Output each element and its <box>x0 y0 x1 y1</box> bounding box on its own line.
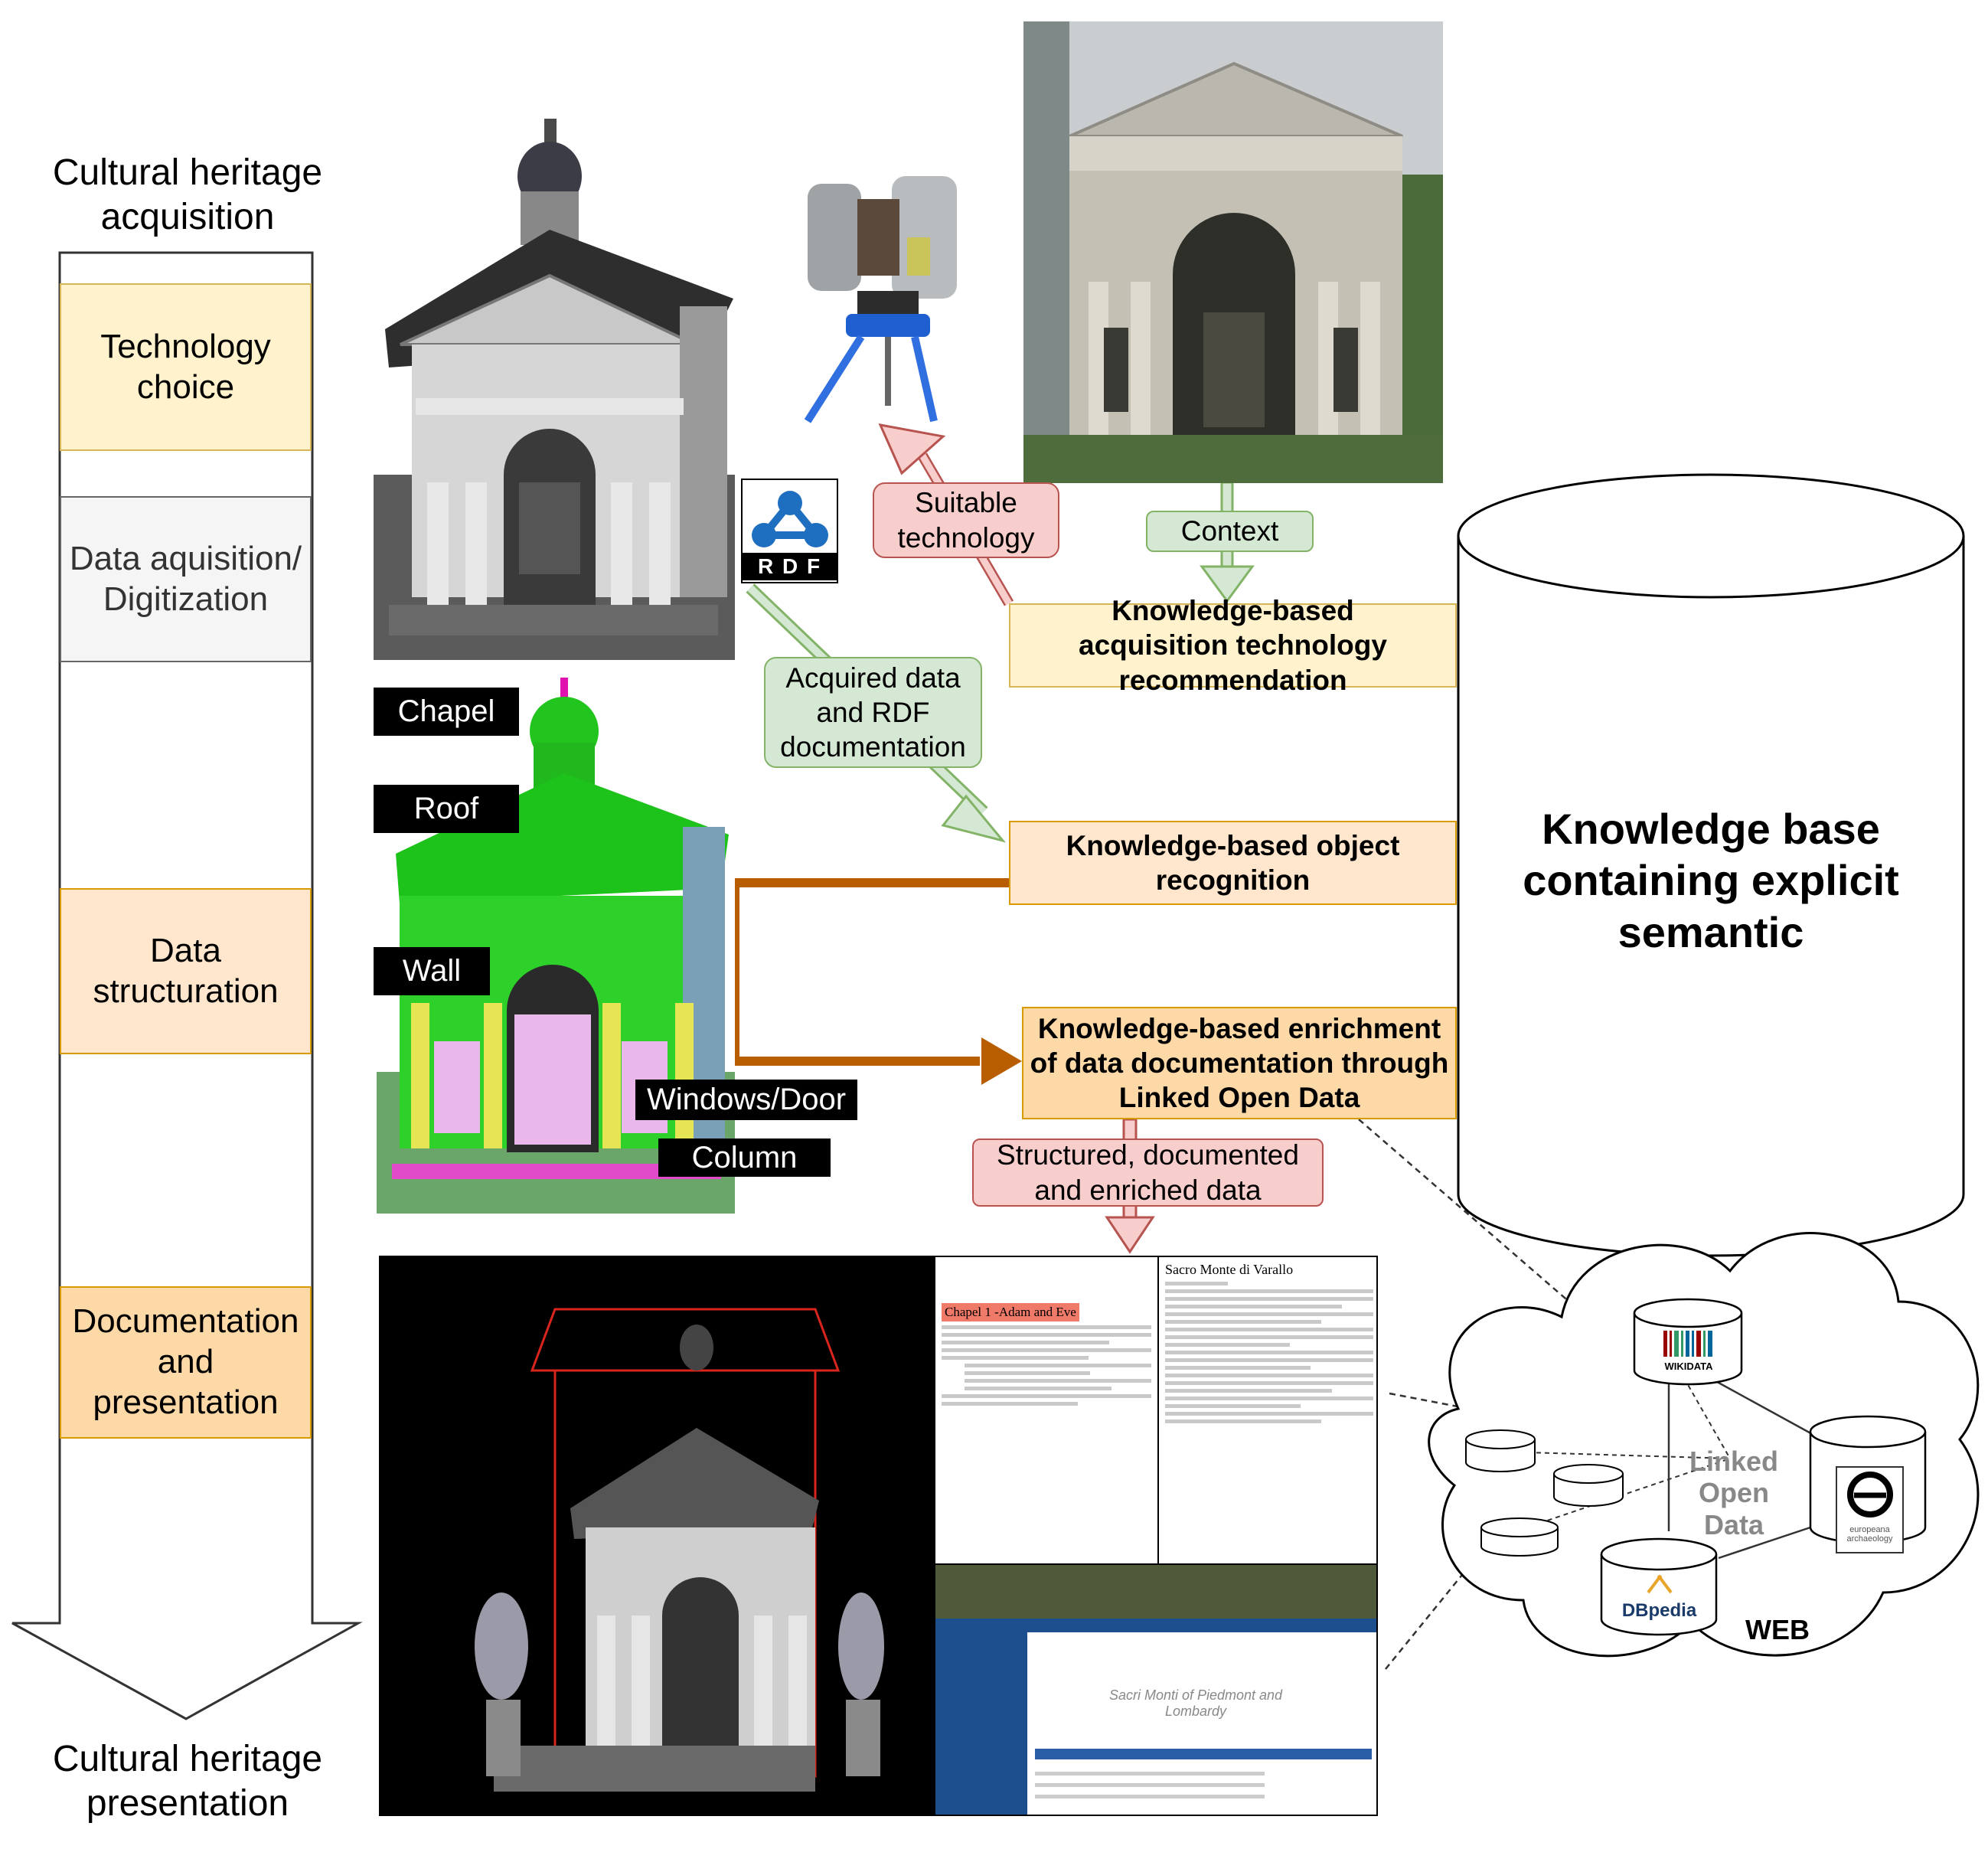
structured-arrowhead <box>1105 1216 1155 1254</box>
stage-data-structuration: Data structuration <box>60 888 312 1054</box>
wikidata-logo-icon: WIKIDATA <box>1653 1331 1724 1377</box>
stage-data-acquisition: Data aquisition/ Digitization <box>60 496 312 662</box>
rdf-logo-icon: R D F <box>741 479 838 583</box>
label-roof: Roof <box>374 785 519 833</box>
pipeline-bottom-title: Cultural heritage presentation <box>52 1739 323 1824</box>
linked-open-data-label: Linked Open Data <box>1689 1445 1778 1540</box>
laser-scanner-icon <box>792 176 961 429</box>
acquired-data-arrowhead <box>941 794 1007 843</box>
label-context: Context <box>1146 511 1314 552</box>
europeana-logo-text: europeana archaeology <box>1846 1525 1893 1544</box>
dbpedia-logo-icon: DBpedia <box>1611 1573 1707 1627</box>
unesco-webpage: Sacri Monti of Piedmont and Lombardy <box>935 1563 1376 1815</box>
small-cylinder-3 <box>1480 1517 1559 1557</box>
site-record: Sacro Monte di Varallo <box>1157 1257 1376 1563</box>
dbpedia-logo-text: DBpedia <box>1621 1600 1697 1621</box>
chapel-photograph <box>1023 21 1443 483</box>
stage-documentation-presentation: Documentation and presentation <box>60 1286 312 1439</box>
knowledge-base-cylinder <box>1457 473 1965 1257</box>
documentation-panel: Chapel 1 -Adam and Eve Sacro Monte di Va… <box>934 1256 1378 1816</box>
site-record-title: Sacro Monte di Varallo <box>1165 1262 1294 1277</box>
context-arrowhead <box>1200 565 1255 603</box>
box-enrichment: Knowledge-based enrichment of data docum… <box>1022 1007 1457 1119</box>
label-chapel: Chapel <box>374 688 519 736</box>
label-suitable-technology: Suitable technology <box>873 482 1059 558</box>
label-structured-data: Structured, documented and enriched data <box>972 1138 1324 1207</box>
label-column: Column <box>658 1138 831 1177</box>
point-cloud-chapel-image <box>374 115 735 660</box>
web-label: WEB <box>1745 1614 1810 1645</box>
label-acquired-data: Acquired data and RDF documentation <box>764 657 982 768</box>
brown-arrowhead <box>981 1037 1022 1085</box>
rdf-logo-text: R D F <box>743 553 837 580</box>
box-acquisition-recommendation: Knowledge-based acquisition technology r… <box>1009 595 1457 696</box>
chapel-record-title: Chapel 1 -Adam and Eve <box>942 1303 1079 1321</box>
dbpedia-cylinder <box>1600 1537 1718 1636</box>
suitable-tech-arrowhead <box>878 423 946 475</box>
segmented-point-cloud-image <box>377 674 735 1214</box>
pipeline-top-title: Cultural heritage acquisition <box>52 152 323 237</box>
chapel-record: Chapel 1 -Adam and Eve <box>935 1257 1157 1563</box>
presentation-3d-viewer <box>379 1256 934 1816</box>
knowledge-base-label: Knowledge base containing explicit seman… <box>1523 805 1899 956</box>
label-windows-door: Windows/Door <box>635 1080 857 1120</box>
small-cylinder-1 <box>1465 1429 1536 1472</box>
box-object-recognition: Knowledge-based object recognition <box>1009 821 1457 905</box>
wikidata-logo-text: WIKIDATA <box>1664 1361 1713 1372</box>
unesco-heading: Sacri Monti of Piedmont and Lombardy <box>1108 1687 1283 1719</box>
stage-technology-choice: Technology choice <box>60 283 312 451</box>
label-wall: Wall <box>374 947 490 995</box>
europeana-logo-icon: europeana archaeology <box>1836 1466 1904 1553</box>
small-cylinder-2 <box>1553 1464 1624 1507</box>
